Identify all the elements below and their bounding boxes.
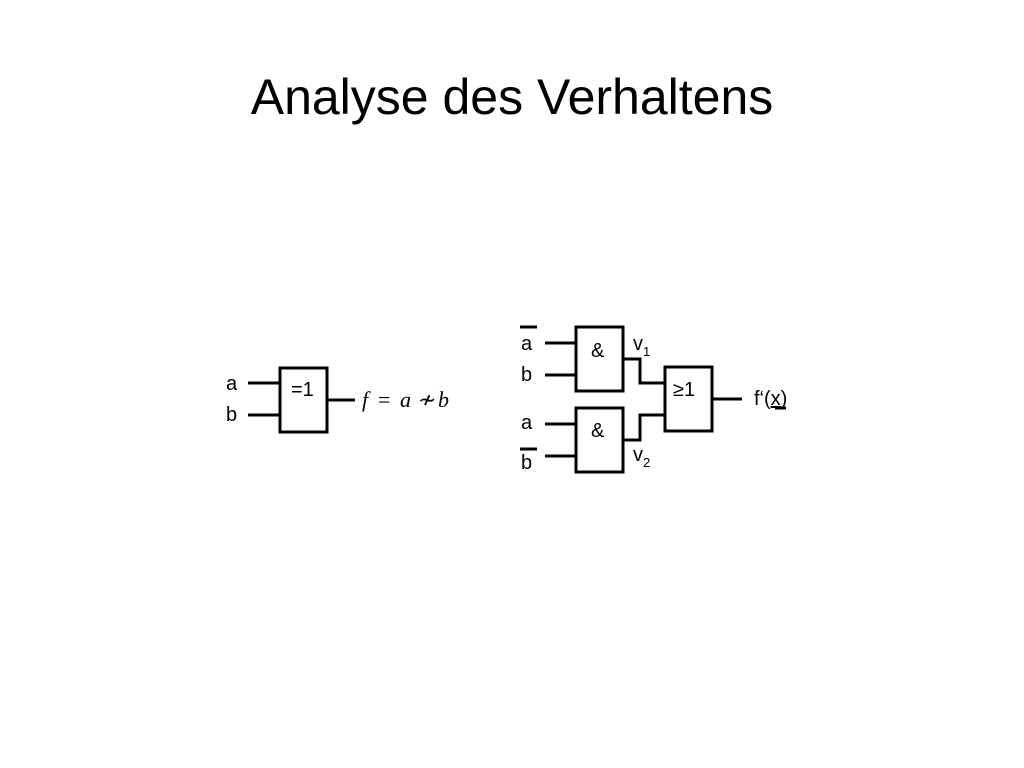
and2-gate-label: & [591, 420, 605, 442]
formula-equals: = [378, 387, 390, 412]
and2-input-top-label: a [521, 412, 533, 434]
or-gate [663, 365, 714, 433]
xor-input-b-label: b [226, 404, 237, 426]
formula-f: f [362, 387, 371, 412]
formula-a: a [400, 387, 411, 412]
output-label: f‘(x) [754, 388, 787, 410]
formula-b: b [438, 387, 449, 412]
v1-wire [623, 357, 665, 385]
xor-input-a-label: a [226, 373, 238, 395]
and1-input-top-label: a [521, 333, 533, 355]
and-gate-2 [574, 406, 625, 474]
xor-gate-label: =1 [291, 379, 314, 401]
xor-formula: f = a ≁ b [362, 387, 449, 412]
and-or-circuit: a b & a b & v1 v2 ≥1 f‘(x) [520, 325, 787, 474]
v2-label: v2 [633, 444, 650, 470]
page-title: Analyse des Verhaltens [250, 69, 774, 125]
xor-circuit: a b =1 f = a ≁ b [226, 366, 449, 434]
or-gate-label: ≥1 [673, 379, 695, 401]
and1-input-bottom-label: b [521, 364, 532, 386]
and1-gate-label: & [591, 340, 605, 362]
and2-input-bottom-label: b [521, 452, 532, 474]
and-gate-1 [574, 325, 625, 393]
v2-wire [623, 413, 665, 442]
formula-operator: ≁ [418, 387, 436, 412]
v1-label: v1 [633, 333, 650, 359]
